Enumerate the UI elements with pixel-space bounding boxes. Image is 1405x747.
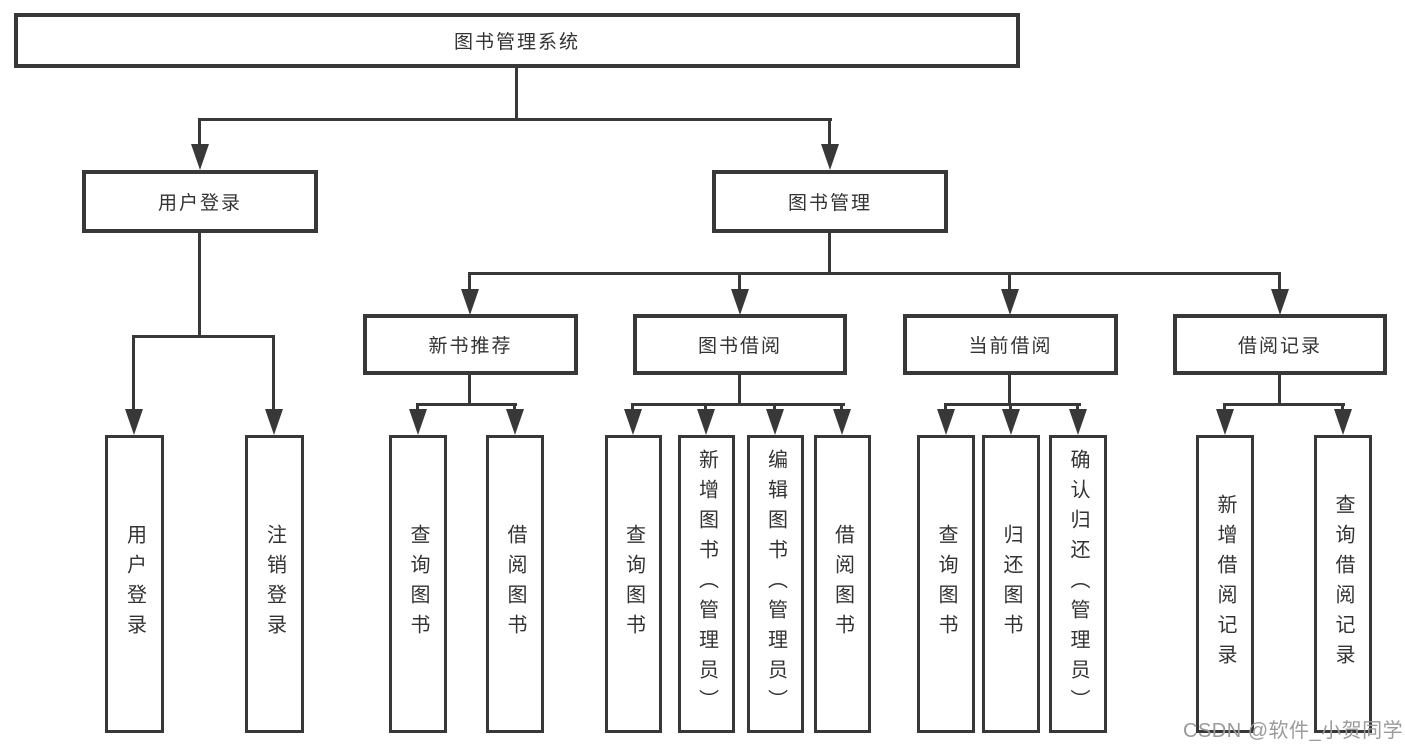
connector-stem-current-borrow (1008, 272, 1011, 292)
leaf-newrec-borrow-books: 借阅图书 (486, 435, 544, 733)
arrowhead-down-icon (1001, 289, 1019, 315)
connector-book-mgmt-hbar (468, 272, 1281, 275)
leaf-borrowing-borrow-books-label: 借阅图书 (831, 524, 854, 644)
connector-user-login-hbar (132, 335, 275, 338)
leaf-borrowing-borrow-books: 借阅图书 (814, 435, 871, 733)
connector-stem-bb-edit (773, 403, 776, 412)
leaf-newrec-borrow-books-label: 借阅图书 (504, 524, 526, 644)
connector-stem-book-borrow (738, 272, 741, 292)
arrowhead-down-icon (833, 409, 851, 435)
connector-stem-leaf-user-login (132, 335, 135, 411)
arrowhead-down-icon (125, 409, 143, 435)
arrowhead-down-icon (624, 409, 642, 435)
node-book-management: 图书管理 (712, 170, 948, 233)
leaf-borrowing-query-books: 查询图书 (605, 435, 662, 733)
leaf-borrowing-add-books-admin-label: 新增图书（管理员） (695, 449, 718, 719)
connector-user-login-drop (198, 233, 201, 338)
connector-stem-leaf-logout (272, 335, 275, 411)
arrowhead-down-icon (1216, 409, 1234, 435)
leaf-records-add-record-label: 新增借阅记录 (1214, 494, 1236, 674)
leaf-borrowing-edit-books-admin: 编辑图书（管理员） (747, 435, 804, 733)
node-user-login: 用户登录 (82, 170, 318, 233)
node-book-borrowing-label: 图书借阅 (697, 336, 782, 357)
connector-borrow-record-hbar (1223, 403, 1345, 406)
arrowhead-down-icon (409, 409, 427, 435)
connector-stem-bb-borrow (840, 403, 843, 412)
connector-new-book-rec-hbar (416, 403, 517, 406)
arrowhead-down-icon (821, 144, 839, 170)
connector-stem-nb-query (416, 403, 419, 412)
leaf-current-query-books: 查询图书 (917, 435, 975, 733)
leaf-current-query-books-label: 查询图书 (935, 524, 957, 644)
connector-root-drop (515, 68, 518, 120)
arrowhead-down-icon (937, 409, 955, 435)
arrowhead-down-icon (191, 144, 209, 170)
node-borrowing-records-label: 借阅记录 (1237, 336, 1322, 357)
leaf-borrowing-query-books-label: 查询图书 (622, 524, 645, 644)
arrowhead-down-icon (506, 409, 524, 435)
connector-root-hbar (198, 118, 832, 121)
leaf-logout-label: 注销登录 (263, 524, 286, 644)
arrowhead-down-icon (697, 409, 715, 435)
node-book-borrowing: 图书借阅 (633, 314, 847, 375)
leaf-user-login-label: 用户登录 (123, 524, 146, 644)
arrowhead-down-icon (731, 289, 749, 315)
leaf-borrowing-add-books-admin: 新增图书（管理员） (678, 435, 735, 733)
arrowhead-down-icon (461, 289, 479, 315)
connector-stem-cb-return (1009, 403, 1012, 412)
leaf-records-query-record: 查询借阅记录 (1314, 435, 1372, 733)
arrowhead-down-icon (265, 409, 283, 435)
arrowhead-down-icon (1271, 289, 1289, 315)
leaf-newrec-query-books: 查询图书 (389, 435, 447, 733)
leaf-current-return-books: 归还图书 (982, 435, 1040, 733)
leaf-borrowing-edit-books-admin-label: 编辑图书（管理员） (764, 449, 787, 719)
connector-stem-cb-query (944, 403, 947, 412)
leaf-user-login: 用户登录 (105, 435, 164, 733)
node-library-management-system-label: 图书管理系统 (453, 32, 580, 53)
arrowhead-down-icon (1069, 409, 1087, 435)
connector-stem-new-book-rec (468, 272, 471, 292)
node-current-borrowing: 当前借阅 (903, 314, 1118, 375)
connector-stem-bb-query (631, 403, 634, 412)
connector-stem-user-login (198, 118, 201, 148)
leaf-current-return-books-label: 归还图书 (1000, 524, 1022, 644)
csdn-watermark: CSDN @软件_小贺同学 (1183, 720, 1404, 742)
arrowhead-down-icon (1002, 409, 1020, 435)
node-library-management-system: 图书管理系统 (14, 13, 1020, 68)
connector-book-borrow-hbar (631, 403, 845, 406)
connector-stem-br-add (1223, 403, 1226, 412)
connector-stem-nb-borrow (513, 403, 516, 412)
connector-borrow-record-drop (1278, 375, 1281, 406)
node-user-login-label: 用户登录 (157, 193, 242, 214)
leaf-records-query-record-label: 查询借阅记录 (1332, 494, 1354, 674)
connector-stem-bb-add (704, 403, 707, 412)
leaf-logout: 注销登录 (245, 435, 304, 733)
connector-stem-book-mgmt (828, 118, 831, 148)
connector-stem-cb-confirm (1076, 403, 1079, 412)
node-current-borrowing-label: 当前借阅 (968, 336, 1053, 357)
connector-current-borrow-hbar (944, 403, 1081, 406)
connector-book-borrow-drop (738, 375, 741, 406)
node-borrowing-records: 借阅记录 (1173, 314, 1387, 375)
leaf-newrec-query-books-label: 查询图书 (407, 524, 429, 644)
node-new-book-recommend: 新书推荐 (363, 314, 578, 375)
connector-stem-br-query (1341, 403, 1344, 412)
leaf-records-add-record: 新增借阅记录 (1196, 435, 1254, 733)
leaf-current-confirm-return-admin: 确认归还（管理员） (1049, 435, 1107, 733)
leaf-current-confirm-return-admin-label: 确认归还（管理员） (1067, 449, 1089, 719)
connector-new-book-rec-drop (468, 375, 471, 406)
arrowhead-down-icon (766, 409, 784, 435)
connector-book-mgmt-drop (828, 233, 831, 275)
arrowhead-down-icon (1334, 409, 1352, 435)
connector-current-borrow-drop (1008, 375, 1011, 406)
node-book-management-label: 图书管理 (787, 193, 872, 214)
node-new-book-recommend-label: 新书推荐 (428, 336, 513, 357)
connector-stem-borrow-record (1278, 272, 1281, 292)
